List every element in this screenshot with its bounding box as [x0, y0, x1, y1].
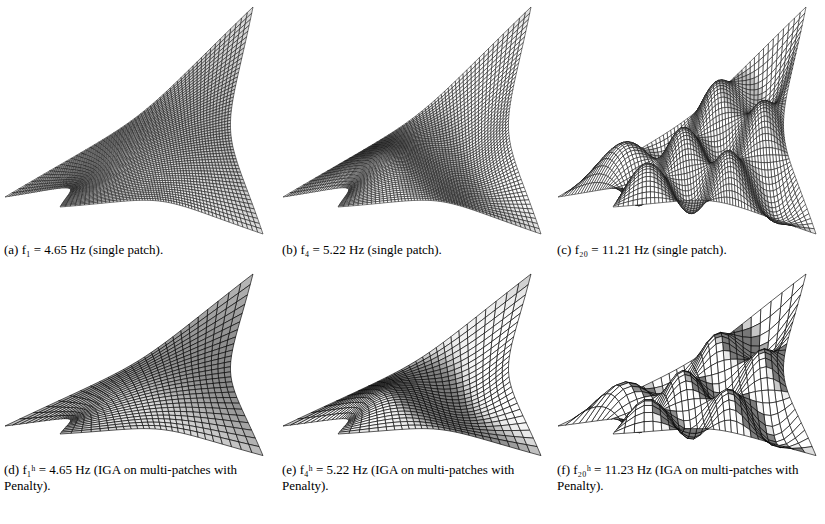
mesh-surface — [5, 7, 263, 234]
